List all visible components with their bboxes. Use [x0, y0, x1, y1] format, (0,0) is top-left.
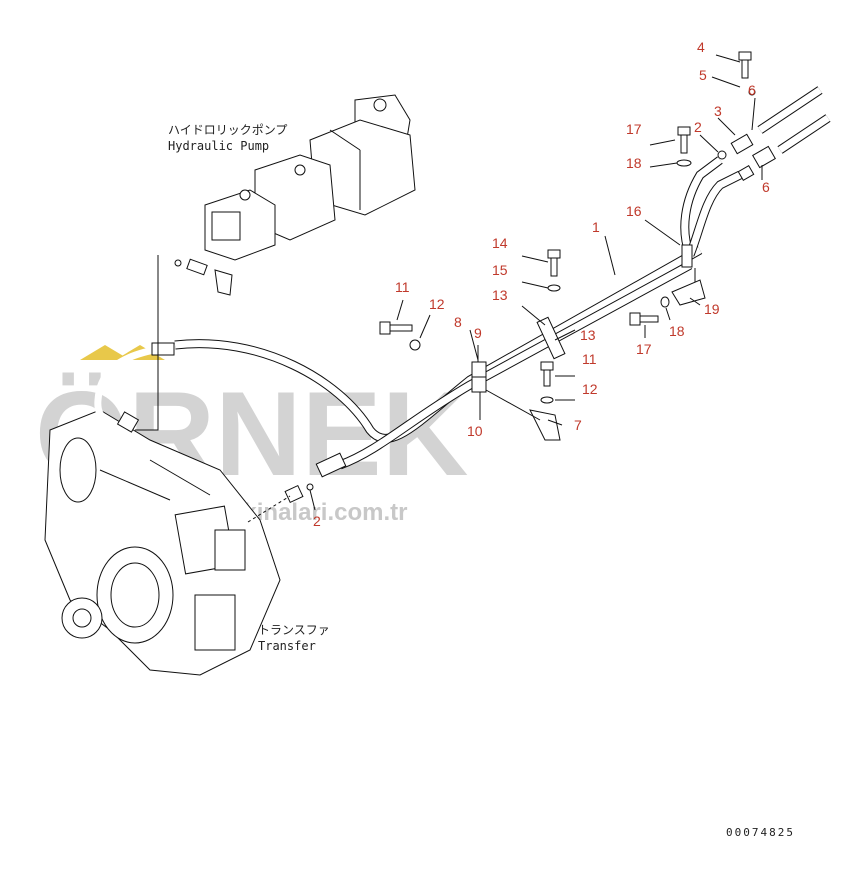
part-number-18b: 18 — [669, 323, 685, 339]
pump-hose — [94, 342, 175, 434]
part-number-2a: 2 — [694, 119, 702, 135]
callout-leaders — [309, 54, 763, 511]
part-number-2b: 2 — [313, 513, 321, 529]
part-number-8: 8 — [454, 314, 462, 330]
part-number-11b: 11 — [582, 351, 597, 367]
clamp-13 — [536, 316, 566, 360]
outgoing-hoses — [757, 86, 831, 154]
part-number-12a: 12 — [429, 296, 445, 312]
part-numbers: 4 5 6 3 17 2 18 6 16 1 14 15 13 11 12 8 … — [313, 39, 770, 529]
washer-18b — [660, 296, 670, 308]
washer-12a — [409, 339, 421, 351]
fitting-6 — [737, 145, 776, 182]
part-number-3: 3 — [714, 103, 722, 119]
washer-15 — [547, 284, 561, 292]
part-number-4: 4 — [697, 39, 705, 55]
bolt-11a — [379, 321, 413, 335]
part-number-16: 16 — [626, 203, 642, 219]
part-number-14: 14 — [492, 235, 508, 251]
transfer-case — [44, 409, 281, 676]
hydraulic-pump — [204, 94, 416, 261]
washer-18a — [676, 159, 692, 167]
drawing-reference-number: 00074825 — [726, 826, 795, 839]
part-number-12b: 12 — [582, 381, 598, 397]
part-number-1: 1 — [592, 219, 600, 235]
bracket-19 — [671, 268, 706, 306]
component-labels: ハイドロリックポンプ Hydraulic Pump トランスファ Transfe… — [168, 123, 330, 653]
part-number-18a: 18 — [626, 155, 642, 171]
part-number-13a: 13 — [492, 287, 508, 303]
pump-fitting — [174, 258, 233, 296]
transfer-label-jp: トランスファ — [258, 623, 330, 637]
bolt-4 — [738, 51, 752, 79]
bolt-11b — [540, 361, 554, 387]
part-number-6b: 6 — [762, 179, 770, 195]
bolt-14 — [547, 249, 561, 277]
part-number-10: 10 — [467, 423, 483, 439]
part-number-15: 15 — [492, 262, 508, 278]
part-number-5: 5 — [699, 67, 707, 83]
clamp-8-9 — [471, 361, 487, 393]
bracket-7 — [485, 389, 561, 441]
main-pipe — [174, 156, 743, 470]
pump-label-jp: ハイドロリックポンプ — [168, 123, 287, 137]
washer-12b — [540, 396, 554, 404]
part-number-17a: 17 — [626, 121, 642, 137]
part-number-7: 7 — [574, 417, 582, 433]
part-number-17b: 17 — [636, 341, 652, 357]
watermark-accent-icon — [80, 345, 130, 360]
bolt-17a — [677, 126, 691, 154]
fitting-3 — [717, 88, 756, 160]
part-number-13b: 13 — [580, 327, 596, 343]
transfer-fitting — [247, 452, 347, 523]
part-number-9: 9 — [474, 325, 482, 341]
pump-leader-line — [135, 255, 159, 431]
bolt-17b — [629, 312, 659, 326]
transfer-label-en: Transfer — [258, 639, 316, 653]
pump-label-en: Hydraulic Pump — [168, 139, 269, 153]
part-number-11a: 11 — [395, 279, 410, 295]
clamp-16 — [681, 244, 693, 268]
part-number-6a: 6 — [748, 82, 756, 98]
part-number-19: 19 — [704, 301, 720, 317]
